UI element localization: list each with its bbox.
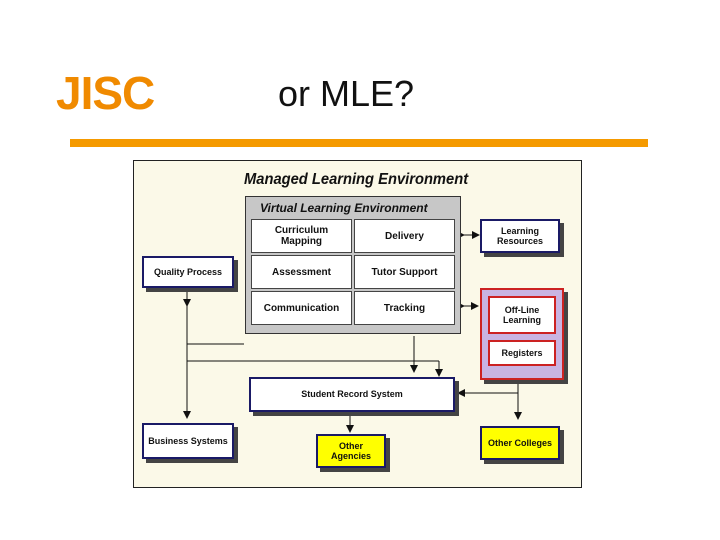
vle-cell-communication: Communication — [251, 291, 352, 325]
vle-cell-tracking: Tracking — [354, 291, 455, 325]
slide-title: or MLE? — [278, 73, 415, 114]
node-student-record-system: Student Record System — [249, 377, 455, 412]
node-quality-process: Quality Process — [142, 256, 234, 288]
node-business-systems: Business Systems — [142, 423, 234, 459]
node-other-agencies: Other Agencies — [316, 434, 386, 468]
node-learning-resources: Learning Resources — [480, 219, 560, 253]
connector-lines — [183, 231, 522, 433]
vle-cell-curriculum-mapping: Curriculum Mapping — [251, 219, 352, 253]
mle-title: Managed Learning Environment — [244, 171, 469, 188]
offline-group: Off-Line Learning Registers — [480, 288, 564, 380]
vle-cell-assessment: Assessment — [251, 255, 352, 289]
vle-box: Virtual Learning Environment Curriculum … — [245, 196, 461, 334]
node-off-line-learning: Off-Line Learning — [488, 296, 556, 334]
jisc-logo: JISC — [56, 67, 155, 119]
vle-cell-tutor-support: Tutor Support — [354, 255, 455, 289]
node-registers: Registers — [488, 340, 556, 366]
vle-title: Virtual Learning Environment — [260, 201, 428, 215]
title-underline — [70, 139, 648, 147]
vle-grid: Curriculum Mapping Delivery Assessment T… — [251, 219, 455, 325]
vle-cell-delivery: Delivery — [354, 219, 455, 253]
mle-diagram: Managed Learning Environment Virtual Lea… — [133, 160, 582, 488]
node-other-colleges: Other Colleges — [480, 426, 560, 460]
